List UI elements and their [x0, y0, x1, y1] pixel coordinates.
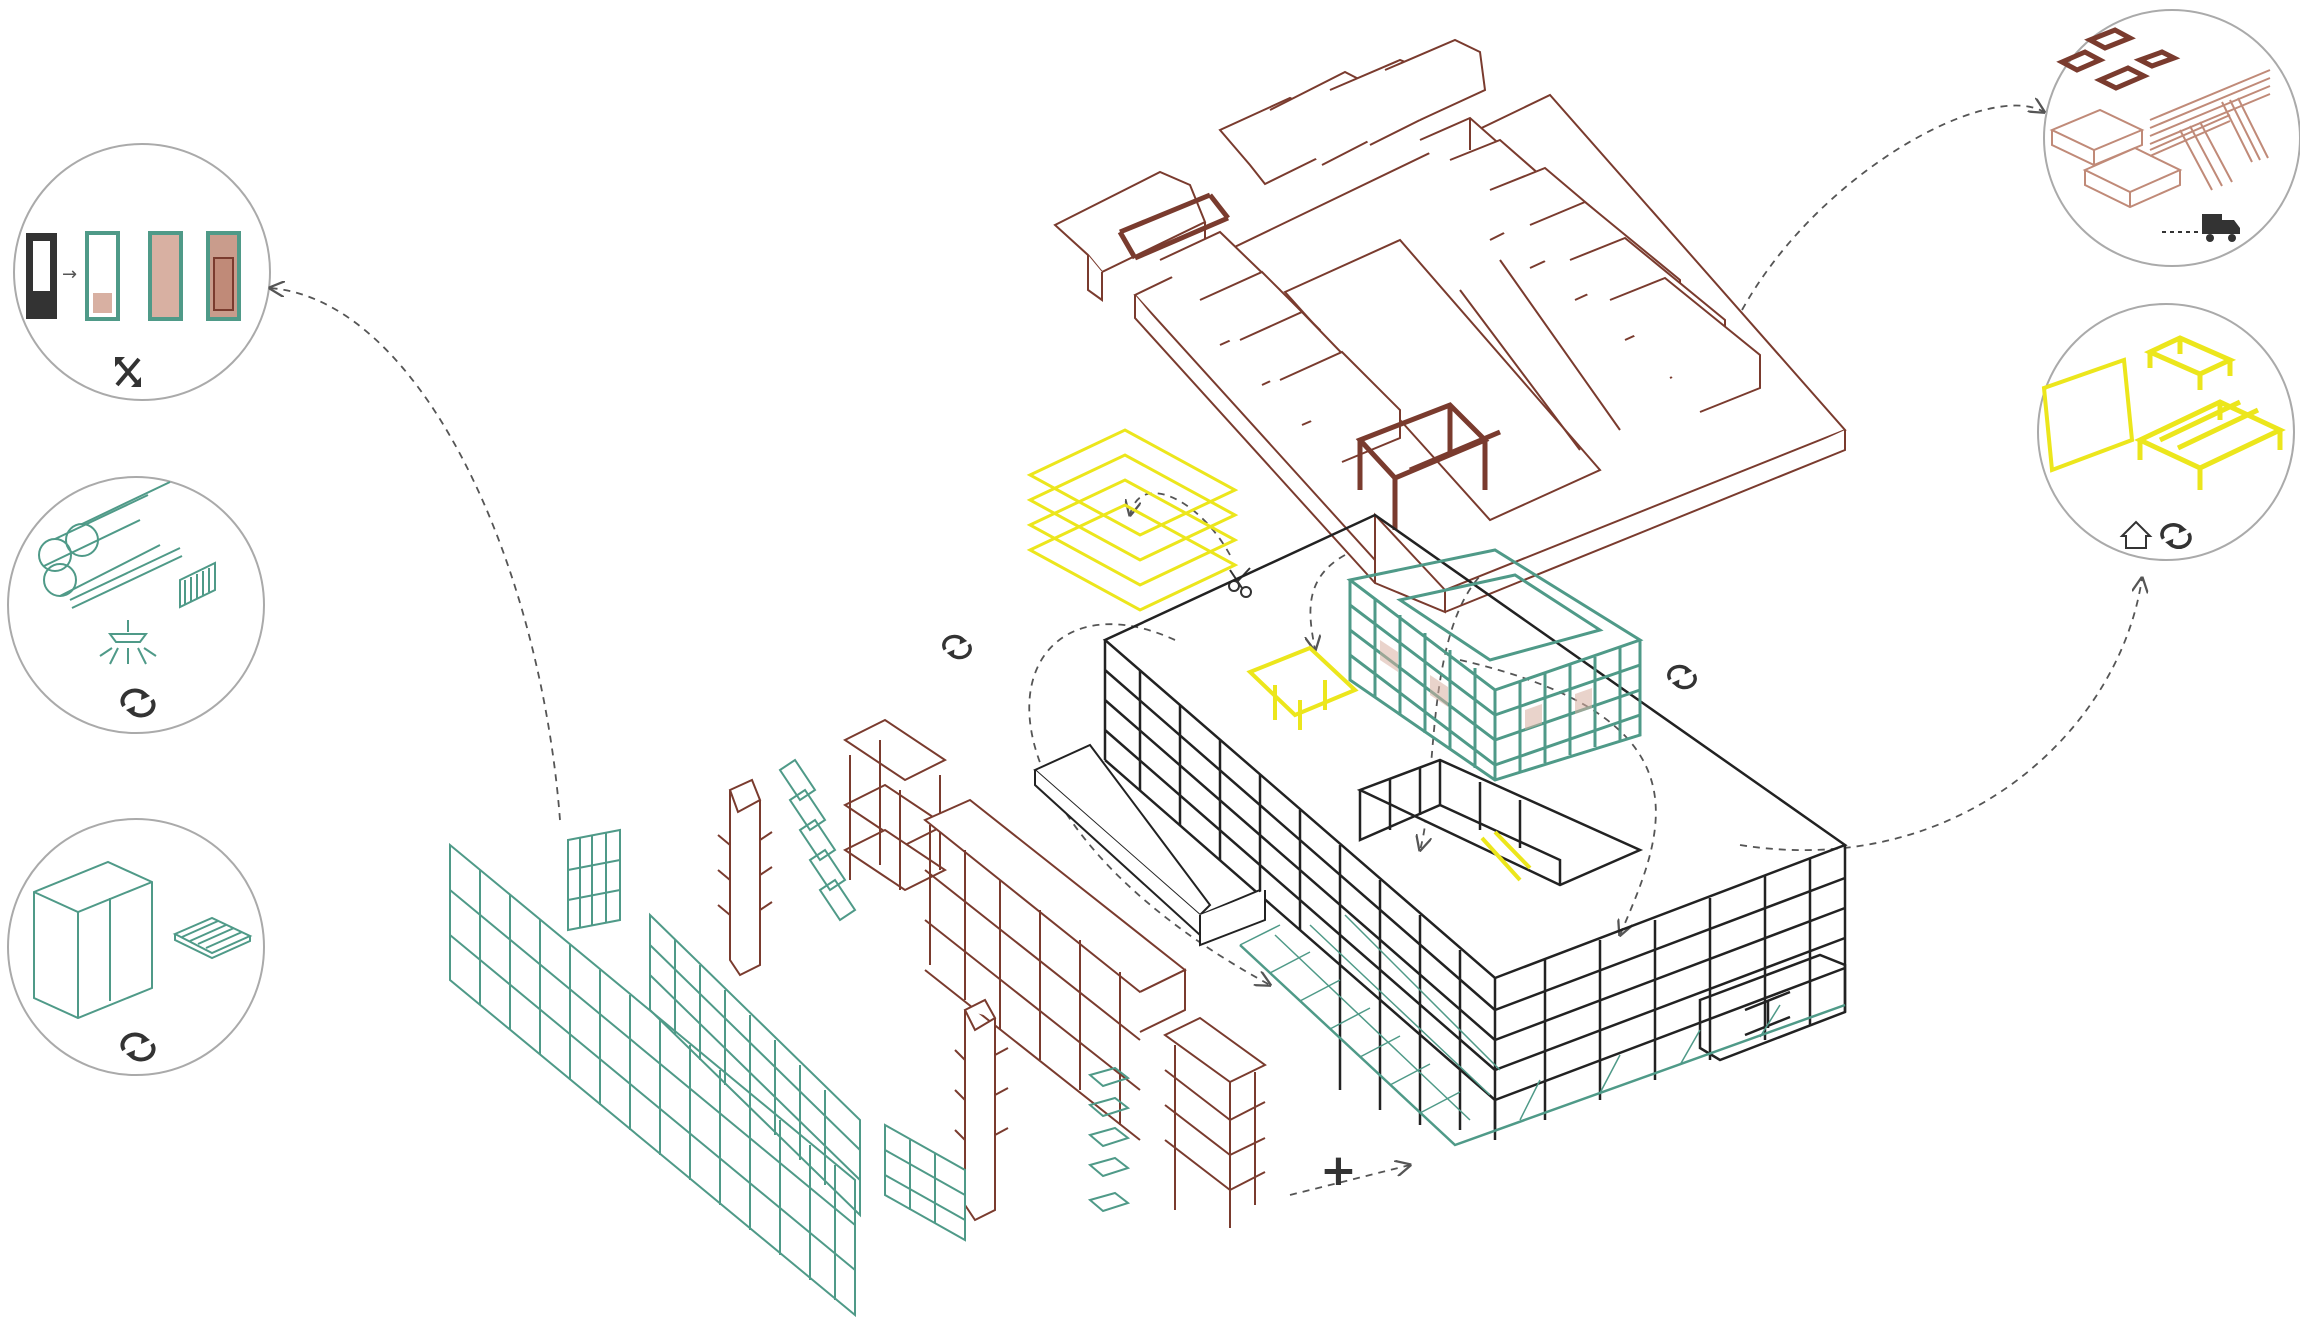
timber-frames-roof: [1117, 192, 1501, 530]
window-panel-old: [26, 233, 57, 319]
house-recycle-icon: [2119, 520, 2192, 550]
truck-icon: [2162, 214, 2240, 242]
pipes-bundle: [38, 481, 183, 609]
yellow-courtyard-insert: [1246, 645, 1532, 882]
facade-circle: →: [13, 143, 271, 401]
furniture-circle: [7, 818, 265, 1076]
teal-module-fill: [1380, 640, 1592, 730]
yellow-small-frame: [2143, 335, 2237, 390]
window-panel-brown: [148, 231, 183, 321]
roof-assembly: [1053, 38, 1847, 614]
sprinkler: [99, 620, 157, 665]
timber-planks: [2149, 69, 2271, 191]
window-panel-teal: [85, 231, 120, 321]
timber-frames: [2056, 27, 2181, 91]
window-panel-brown-dark: [206, 231, 241, 321]
services-circle: [7, 476, 265, 734]
arrow-small: →: [62, 264, 77, 285]
yellow-large-frame: [2134, 399, 2286, 490]
teal-stair-sheets: [778, 758, 1131, 1213]
radiator: [179, 561, 216, 609]
board-stacks: [2049, 108, 2183, 209]
plus-sign: +: [1320, 1145, 1357, 1196]
recycle-icon: [942, 634, 972, 660]
sawtooth-sheds: [1053, 38, 1761, 463]
floor-tile: [172, 916, 253, 960]
yellow-slabs: [1026, 428, 1239, 612]
structural-frames: [717, 718, 1267, 1228]
facade-grid-large: [449, 842, 856, 1318]
reuse-circle: [2037, 303, 2295, 561]
ground-grid: [1239, 914, 1846, 1147]
courtyard-opening: [1283, 238, 1602, 522]
material-circle: [2043, 9, 2300, 267]
recycle-icon: [1667, 664, 1697, 690]
cabinet: [33, 860, 153, 1020]
flow-arrows: [270, 106, 2142, 1196]
lower-wing: [1033, 743, 1266, 947]
scissors-icon: [1228, 567, 1252, 598]
swap-icon: [115, 357, 141, 387]
yellow-panel: [2041, 357, 2135, 473]
main-building: [1102, 513, 1848, 1140]
facade-grid-panels: [567, 828, 966, 1242]
